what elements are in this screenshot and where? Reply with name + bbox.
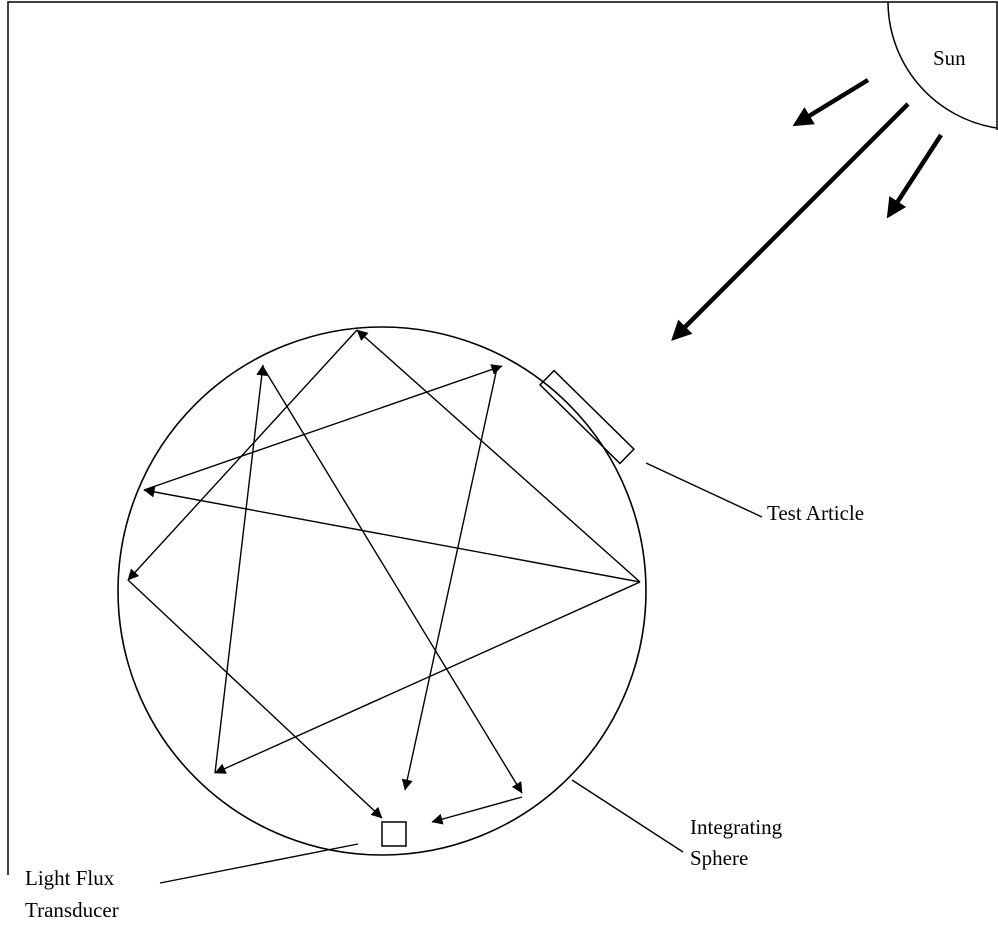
test-article-leader [645,462,763,518]
reflection-ray [401,367,498,791]
reflection-ray [127,579,383,819]
integrating-sphere-label-line1: Integrating [690,815,783,839]
test-article-label: Test Article [767,501,864,525]
light-flux-label-line1: Light Flux [25,866,115,890]
reflection-ray [356,329,641,583]
reflection-ray [127,329,358,581]
sun-shape [887,1,998,129]
frame-border [7,1,998,875]
reflection-ray [143,364,503,491]
test-article [538,369,636,465]
reflection-ray [143,486,641,583]
reflection-ray [431,796,523,825]
sun-ray [886,133,943,219]
light-flux-transducer [381,821,407,847]
integrating-sphere-label-line2: Sphere [690,846,748,870]
sun-ray [792,78,870,127]
reflection-ray [262,366,523,794]
light-flux-label-line2: Transducer [25,898,119,922]
sun-ray [671,102,910,341]
sphere-leader [571,779,684,853]
sun-label: Sun [933,46,966,70]
reflection-ray [214,364,268,774]
reflection-ray [214,581,641,774]
transducer-leader [159,843,359,884]
reflection-rays [127,329,641,825]
integrating-sphere [117,326,647,856]
